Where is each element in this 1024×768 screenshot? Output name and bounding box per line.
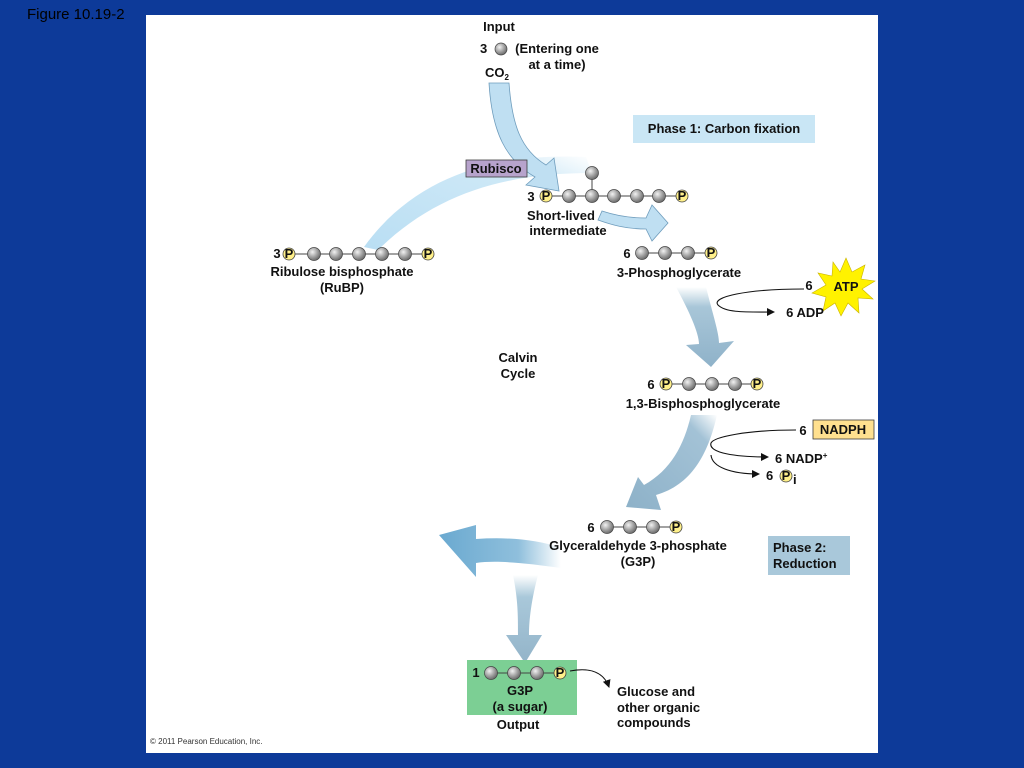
atp-label: ATP (833, 279, 858, 294)
intermediate-count: 3 (527, 189, 534, 204)
g3p-label-line2: (G3P) (621, 554, 656, 569)
intermediate-label-line1: Short-lived (527, 208, 595, 223)
pi-count: 6 (766, 468, 773, 483)
rubp-label-line2: (RuBP) (320, 280, 364, 295)
pga-count: 6 (623, 246, 630, 261)
bpg-label: 1,3-Bisphosphoglycerate (626, 396, 781, 411)
pi-arrow (710, 454, 760, 478)
glucose-line2: other organic (617, 700, 700, 715)
output-title: Output (497, 717, 540, 732)
pga-molecule: P (635, 245, 718, 260)
intermediate-to-pga-arrow (597, 204, 669, 242)
calvin-cycle-diagram: Input 3 (Entering one at a time) CO2 Pha… (150, 19, 876, 746)
rubisco-box (465, 159, 528, 178)
phase1-box (633, 115, 815, 143)
bpg-molecule: P P (659, 376, 764, 391)
atp-count: 6 (805, 278, 812, 293)
phase2-box (768, 536, 850, 575)
figure-label: Figure 10.19-2 (27, 6, 125, 23)
nadph-count: 6 (799, 423, 806, 438)
bpg-count: 6 (647, 377, 654, 392)
adp-label: 6 ADP (786, 305, 824, 320)
pga-label: 3-Phosphoglycerate (617, 265, 741, 280)
glucose-arrow (569, 669, 611, 688)
atp-burst (811, 257, 876, 317)
phase2-label-line2: Reduction (773, 556, 837, 571)
glucose-line3: compounds (617, 715, 691, 730)
glucose-line1: Glucose and (617, 684, 695, 699)
cycle-label-line1: Calvin (498, 350, 537, 365)
svg-text:P: P (678, 188, 687, 203)
diagram-panel: Input 3 (Entering one at a time) CO2 Pha… (146, 15, 878, 753)
pi-phosphate (779, 469, 793, 483)
co2-carbon (494, 42, 508, 56)
g3p-recycle-arrow (439, 525, 561, 577)
intermediate-label-line2: intermediate (529, 223, 606, 238)
nadph-arrow (710, 429, 797, 461)
input-count: 3 (480, 41, 487, 56)
intermediate-molecule: P P (539, 166, 689, 203)
rubisco-label: Rubisco (470, 161, 521, 176)
svg-text:P: P (424, 246, 433, 261)
bpg-to-g3p-arrow (626, 415, 717, 510)
pi-symbol: P (782, 468, 791, 483)
g3p-label-line1: Glyceraldehyde 3-phosphate (549, 538, 727, 553)
svg-text:P: P (707, 245, 716, 260)
svg-text:P: P (542, 188, 551, 203)
rubp-count: 3 (273, 246, 280, 261)
g3p-output-arrow (506, 575, 542, 663)
rubp-molecule: P P (282, 246, 435, 261)
svg-text:P: P (285, 246, 294, 261)
atp-arrow (716, 288, 805, 317)
input-note-line1: (Entering one (515, 41, 599, 56)
nadph-label: NADPH (820, 422, 866, 437)
phase1-label: Phase 1: Carbon fixation (648, 121, 800, 136)
nadph-box (812, 419, 875, 440)
g3p-molecule: P (600, 519, 683, 534)
svg-text:P: P (753, 376, 762, 391)
phase2-label-line1: Phase 2: (773, 540, 826, 555)
g3p-count: 6 (587, 520, 594, 535)
svg-text:P: P (672, 519, 681, 534)
output-label-line1: G3P (507, 683, 533, 698)
output-count: 1 (472, 665, 479, 680)
nadp-label: 6 NADP+ (775, 451, 828, 466)
copyright: © 2011 Pearson Education, Inc. (150, 737, 262, 746)
output-g3p-molecule: P (484, 665, 567, 680)
output-label-line2: (a sugar) (493, 699, 548, 714)
co2-label: CO2 (485, 65, 510, 82)
cycle-label-line2: Cycle (501, 366, 536, 381)
input-title: Input (483, 19, 515, 34)
pga-to-bpg-arrow (676, 287, 734, 367)
svg-text:P: P (662, 376, 671, 391)
input-note-line2: at a time) (528, 57, 585, 72)
rubp-label-line1: Ribulose bisphosphate (270, 264, 413, 279)
co2-input-arrow (488, 82, 560, 192)
svg-text:P: P (556, 665, 565, 680)
pi-subscript: i (793, 472, 797, 487)
